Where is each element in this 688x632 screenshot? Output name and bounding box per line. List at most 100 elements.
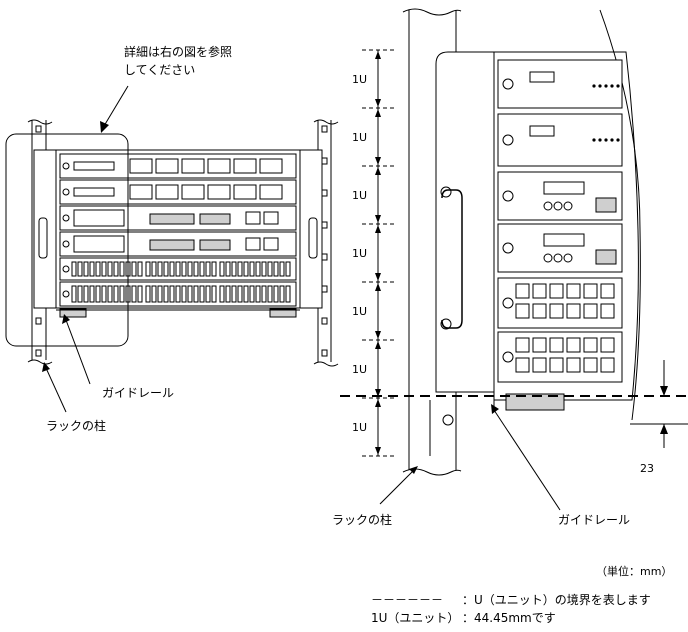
ethernet-port: [113, 261, 119, 277]
ethernet-port: [255, 261, 261, 277]
ethernet-port: [157, 285, 163, 303]
callout-arrowhead: [100, 121, 109, 133]
module-screw: [502, 351, 514, 363]
ethernet-port: [532, 303, 547, 319]
ethernet-port: [566, 283, 581, 299]
ethernet-port: [95, 261, 101, 277]
ethernet-port: [225, 285, 231, 303]
rack-post-hole: [321, 349, 328, 357]
ethernet-port: [219, 261, 225, 277]
unit-arrowhead: [375, 331, 381, 339]
right-ear-handle: [441, 189, 463, 329]
left-ear-handle: [38, 217, 48, 259]
ethernet-port: [237, 285, 243, 303]
ethernet-port: [225, 261, 231, 277]
ethernet-port: [273, 261, 279, 277]
module-label-plate: [543, 233, 585, 247]
right-chassis-modules: [497, 59, 623, 383]
ethernet-port: [583, 357, 598, 373]
legend-unit-label: 1U（ユニット）: [371, 611, 459, 625]
ethernet-port: [157, 261, 163, 277]
module-led: [592, 138, 596, 142]
ethernet-port: [549, 337, 564, 353]
module-led: [610, 138, 614, 142]
right-guide-rail-label: ガイドレール: [558, 513, 630, 527]
ethernet-port: [205, 261, 211, 277]
module-label-plate: [73, 187, 115, 197]
ethernet-port: [583, 283, 598, 299]
ethernet-port: [249, 261, 255, 277]
module-connector: [149, 239, 195, 251]
unit-arrowhead: [375, 225, 381, 233]
rack-post-hole: [321, 221, 328, 229]
module-label-plate: [529, 125, 555, 137]
module-connector: [199, 239, 231, 251]
ethernet-port: [279, 261, 285, 277]
module-screw: [62, 265, 70, 273]
module-led: [592, 84, 596, 88]
ethernet-port: [279, 285, 285, 303]
module-slot: [155, 184, 179, 200]
ethernet-port: [600, 337, 615, 353]
module-label-plate: [543, 181, 585, 195]
ethernet-port: [181, 261, 187, 277]
unit-arrowhead: [375, 389, 381, 397]
module-port: [553, 201, 563, 211]
ethernet-port: [163, 285, 169, 303]
ethernet-port: [101, 285, 107, 303]
chassis-module: [497, 113, 623, 167]
module-screw: [62, 290, 70, 298]
module-screw: [62, 214, 70, 222]
ethernet-port: [566, 337, 581, 353]
unit-arrowhead: [375, 273, 381, 281]
right-mounting-ear: [435, 51, 495, 393]
module-port: [263, 237, 279, 251]
ethernet-port: [532, 283, 547, 299]
ethernet-port: [131, 285, 137, 303]
unit-label: 1U: [352, 421, 367, 434]
ethernet-port: [211, 285, 217, 303]
ethernet-port: [119, 261, 125, 277]
ethernet-port: [515, 303, 530, 319]
unit-arrowhead: [375, 99, 381, 107]
unit-label: 1U: [352, 73, 367, 86]
rack-post-hole: [321, 285, 328, 293]
ethernet-port: [71, 261, 77, 277]
module-slot: [129, 158, 153, 174]
module-slot: [207, 158, 231, 174]
module-port: [263, 211, 279, 225]
ethernet-port: [532, 357, 547, 373]
ethernet-port: [71, 285, 77, 303]
unit-label: 1U: [352, 189, 367, 202]
module-port: [543, 253, 553, 263]
ethernet-port: [187, 261, 193, 277]
module-port: [553, 253, 563, 263]
legend-dash-meaning: ：U（ユニット）の境界を表します: [462, 592, 651, 607]
ethernet-port: [273, 285, 279, 303]
module-slot: [181, 184, 205, 200]
ethernet-port: [600, 283, 615, 299]
right-rack-post-label: ラックの柱: [332, 512, 392, 527]
unit-label: 1U: [352, 305, 367, 318]
unit-arrowhead: [375, 109, 381, 117]
ethernet-port: [243, 285, 249, 303]
chassis-module: [59, 257, 297, 281]
left-rack-post-label: ラックの柱: [46, 418, 106, 433]
legend-unit-value: ：44.45mmです: [462, 611, 556, 625]
callout-text-line1: 詳細は右の図を参照: [124, 44, 232, 59]
unit-note: （単位：mm）: [596, 564, 672, 578]
left-rack-post-leader: [45, 367, 67, 413]
left-guide-rail-leader: [65, 319, 91, 385]
ethernet-port: [566, 303, 581, 319]
ethernet-port: [107, 261, 113, 277]
module-label-plate: [73, 161, 115, 171]
ethernet-port: [211, 261, 217, 277]
ethernet-port: [261, 261, 267, 277]
ethernet-port: [600, 303, 615, 319]
ethernet-port: [151, 261, 157, 277]
ethernet-port: [175, 285, 181, 303]
unit-arrowhead: [375, 283, 381, 291]
